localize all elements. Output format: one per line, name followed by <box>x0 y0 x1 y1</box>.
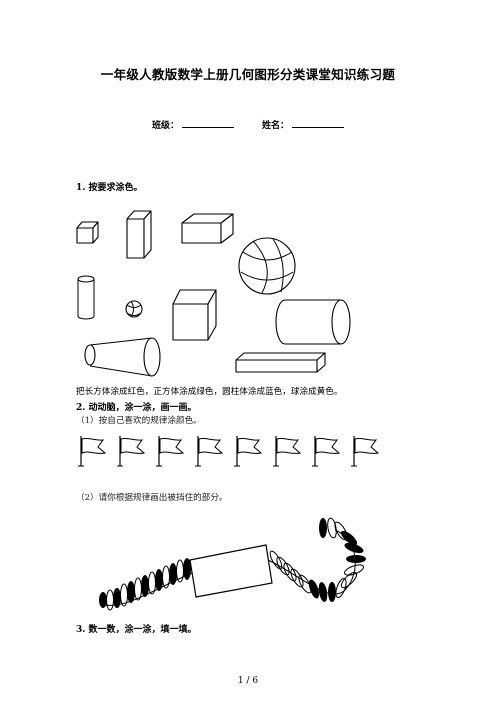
bead-group-right <box>268 517 366 602</box>
question-1-heading: 1. 按要求涂色。 <box>76 183 143 193</box>
small-ball-icon[interactable] <box>125 300 143 318</box>
bead-icon[interactable] <box>99 592 107 608</box>
bead-icon[interactable] <box>346 555 366 563</box>
question-2-part-1: （1）按自己喜欢的规律涂颜色。 <box>76 416 202 426</box>
cone-frustum-icon[interactable] <box>84 337 161 377</box>
bead-icon[interactable] <box>169 563 177 585</box>
name-label: 姓名： <box>262 121 290 131</box>
bead-icon[interactable] <box>155 569 163 591</box>
bead-group-left <box>99 558 191 611</box>
question-2-heading: 2. 动动脑，涂一涂，画一画。 <box>76 403 197 413</box>
long-cuboid-icon[interactable] <box>235 352 326 373</box>
cylinder-icon[interactable] <box>77 275 95 320</box>
covering-box <box>189 544 273 598</box>
bead-icon[interactable] <box>326 517 337 539</box>
question-3-heading: 3. 数一数，涂一涂，填一填。 <box>76 625 197 635</box>
lying-cylinder-icon[interactable] <box>275 299 351 345</box>
bead-icon[interactable] <box>297 573 314 594</box>
bead-icon[interactable] <box>317 581 328 602</box>
bead-icon[interactable] <box>319 518 327 538</box>
bead-icon[interactable] <box>275 555 292 576</box>
class-field[interactable] <box>182 117 234 128</box>
basketball-icon[interactable] <box>238 237 296 295</box>
bead-icon[interactable] <box>183 558 191 580</box>
bead-icon[interactable] <box>333 520 350 541</box>
name-field[interactable] <box>292 117 344 128</box>
bead-icon[interactable] <box>106 589 114 611</box>
flat-cuboid-icon[interactable] <box>181 213 234 244</box>
page-number: 1 / 6 <box>237 676 259 686</box>
bead-icon[interactable] <box>113 588 121 608</box>
bead-icon[interactable] <box>343 541 365 555</box>
bead-icon[interactable] <box>307 578 321 600</box>
bead-icon[interactable] <box>141 575 149 597</box>
question-2-part-2: （2）请你根据规律画出被挡住的部分。 <box>76 493 228 503</box>
bead-icon[interactable] <box>289 567 306 588</box>
bead-icon[interactable] <box>343 563 365 577</box>
tall-cuboid-icon[interactable] <box>126 210 152 259</box>
small-cube-icon[interactable] <box>76 221 99 244</box>
bead-icon[interactable] <box>120 583 128 607</box>
bead-icon[interactable] <box>328 582 336 602</box>
bead-icon[interactable] <box>148 571 156 595</box>
bead-icon[interactable] <box>339 570 359 590</box>
bead-icon[interactable] <box>127 581 135 603</box>
page-title: 一年级人教版数学上册几何图形分类课堂知识练习题 <box>100 67 396 82</box>
class-label: 班级： <box>152 121 180 131</box>
bead-icon[interactable] <box>334 577 348 599</box>
cube-icon[interactable] <box>172 289 217 341</box>
bead-icon[interactable] <box>339 529 359 548</box>
bead-icon[interactable] <box>282 561 299 582</box>
bead-icon[interactable] <box>134 577 142 601</box>
question-1-instruction: 把长方体涂成红色，正方体涂成绿色，圆柱体涂成蓝色，球涂成黄色。 <box>76 387 343 397</box>
bead-icon[interactable] <box>268 550 284 571</box>
